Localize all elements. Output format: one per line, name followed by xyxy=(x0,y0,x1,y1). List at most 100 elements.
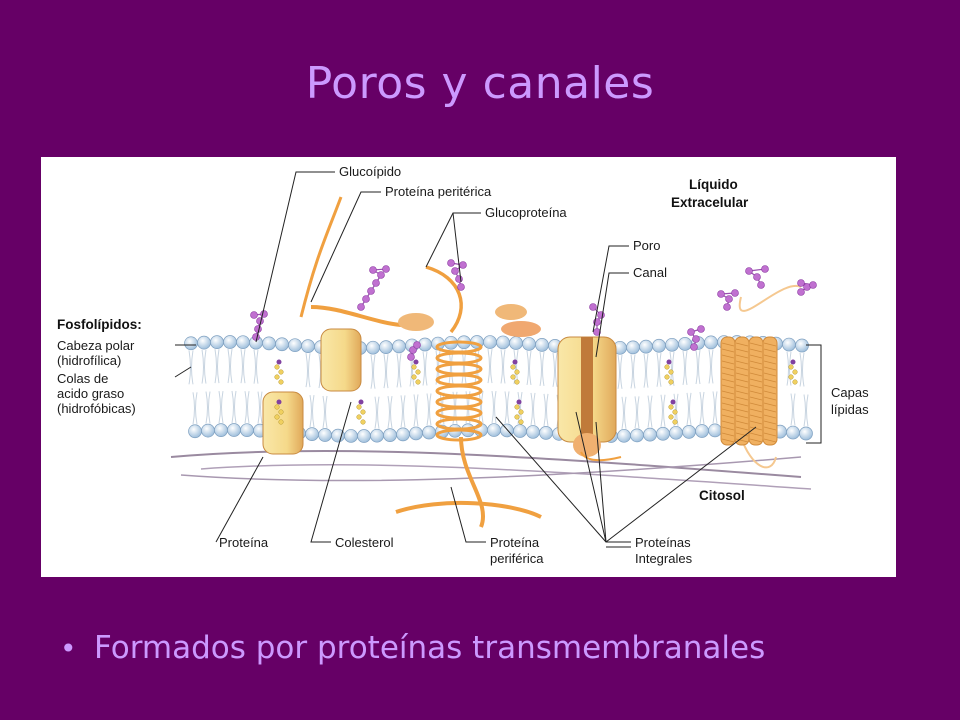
helix-stripe xyxy=(735,396,749,401)
tail xyxy=(555,352,558,387)
tail xyxy=(633,354,636,389)
tail xyxy=(621,396,624,429)
polar-head xyxy=(214,423,228,437)
tail xyxy=(490,348,493,384)
helix-stripe xyxy=(735,348,749,353)
tail xyxy=(552,352,555,387)
tail xyxy=(799,352,802,387)
polar-head xyxy=(210,335,224,349)
cholesterol-ring xyxy=(360,409,366,415)
label-capas: Capas xyxy=(831,385,869,400)
helix-stripe xyxy=(735,366,749,371)
label-proteina-periferica-1: Proteína xyxy=(490,535,540,550)
tail xyxy=(429,393,432,426)
tail xyxy=(802,352,805,387)
peripheral-protein-strand xyxy=(299,196,343,318)
sugar-unit xyxy=(367,287,375,295)
sugar-unit xyxy=(753,273,761,281)
polar-head xyxy=(626,340,640,355)
helix-stripe xyxy=(735,390,749,395)
cholesterol-ring xyxy=(411,374,417,380)
tail xyxy=(646,353,649,388)
helix-stripe xyxy=(749,378,763,383)
helix-stripe xyxy=(749,342,763,347)
sugar-unit xyxy=(687,328,695,336)
polar-head xyxy=(197,335,211,350)
label-lipidas: lípidas xyxy=(831,402,869,417)
helix-stripe xyxy=(735,342,749,347)
tail xyxy=(702,391,705,425)
cholesterol-head xyxy=(670,399,676,405)
tail xyxy=(620,354,623,389)
tail xyxy=(494,390,497,424)
tail xyxy=(542,351,545,386)
helix-stripe xyxy=(749,438,763,443)
membrane-diagram: Glucoípido Proteína peritérica Glucoprot… xyxy=(41,157,896,577)
cholesterol-ring xyxy=(510,364,516,370)
sugar-unit xyxy=(362,295,370,303)
tail xyxy=(425,351,428,386)
helix-stripe xyxy=(749,372,763,377)
helix-stripe xyxy=(721,438,735,443)
tail xyxy=(517,391,520,425)
label-acido-graso: acido graso xyxy=(57,386,124,401)
polar-head xyxy=(240,423,254,438)
peripheral-protein-blob xyxy=(398,313,434,331)
channel-protein xyxy=(557,336,622,462)
bullet-dot: • xyxy=(60,632,77,665)
sugar-unit xyxy=(797,279,805,287)
helix-stripe xyxy=(763,348,777,353)
tail xyxy=(790,393,793,426)
helix-turn xyxy=(435,362,483,376)
polar-head xyxy=(513,424,527,438)
glycoprotein-helix xyxy=(395,265,542,528)
polar-head xyxy=(665,337,679,352)
helix-stripe xyxy=(735,354,749,359)
tail xyxy=(516,350,519,385)
cholesterol-head xyxy=(413,359,419,365)
polar-head xyxy=(370,428,384,443)
polar-head xyxy=(795,338,809,353)
helix-stripe xyxy=(735,420,749,425)
sugar-unit xyxy=(717,290,725,298)
helix-stripe xyxy=(721,342,735,347)
cholesterol-head xyxy=(276,399,282,405)
tail xyxy=(695,349,698,385)
cholesterol-head xyxy=(512,359,518,365)
polar-head xyxy=(708,423,722,438)
helix-stripe xyxy=(749,432,763,437)
helix-stripe xyxy=(749,408,763,413)
polar-head xyxy=(396,427,410,442)
label-proteina-periterica: Proteína peritérica xyxy=(385,184,492,199)
multipass-integral-protein xyxy=(720,284,802,469)
helix-stripe xyxy=(721,354,735,359)
tail xyxy=(400,395,403,428)
tail xyxy=(803,394,806,427)
helix-stripe xyxy=(763,366,777,371)
cholesterol-head xyxy=(666,359,672,365)
sugar-unit xyxy=(451,267,459,275)
cholesterol-ring xyxy=(274,404,280,410)
tail xyxy=(806,394,809,427)
helix-stripe xyxy=(763,360,777,365)
polar-head xyxy=(422,425,436,440)
helix-stripe xyxy=(749,420,763,425)
helix-stripe xyxy=(763,372,777,377)
tail xyxy=(682,350,685,385)
tail xyxy=(422,351,425,386)
tail xyxy=(656,352,659,387)
sugar-unit xyxy=(455,275,463,283)
label-extracelular: Extracelular xyxy=(671,195,749,210)
cholesterol-ring xyxy=(518,409,524,415)
sugar-unit xyxy=(409,346,417,354)
helix-stripe xyxy=(749,360,763,365)
tail xyxy=(529,350,532,386)
peripheral-protein-blob xyxy=(495,304,527,320)
helix-stripe xyxy=(735,408,749,413)
helix-stripe xyxy=(721,366,735,371)
tail xyxy=(240,349,243,384)
cytoskeleton-fiber xyxy=(200,463,812,490)
tail xyxy=(227,348,230,384)
label-glucoproteina: Glucoproteína xyxy=(485,205,567,220)
tail xyxy=(399,353,402,388)
